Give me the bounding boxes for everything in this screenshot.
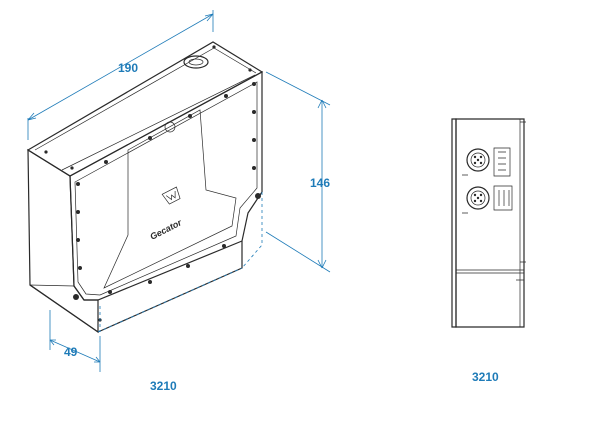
side-label-panel [462, 147, 513, 214]
height-dimension: 146 [265, 71, 330, 273]
box-front-face [69, 70, 263, 301]
side-body-outline [455, 118, 525, 328]
lid-detail [34, 47, 257, 171]
top-screw [248, 68, 252, 72]
front-screw [148, 280, 152, 284]
inner-panel [103, 109, 237, 289]
front-screw [252, 138, 256, 142]
base-screw [255, 193, 261, 199]
front-screw [76, 238, 80, 242]
side-right-edge [519, 119, 526, 327]
depth-dimension: 49 [49, 310, 101, 372]
side-lower-notch [516, 279, 525, 300]
side-view: 3210 [451, 118, 526, 384]
front-screw [252, 110, 256, 114]
connector-bottom-icon [466, 186, 490, 210]
box-left-face [27, 148, 99, 334]
front-screw [252, 166, 256, 170]
front-screw [78, 266, 82, 270]
top-gland-icon [183, 55, 209, 69]
box-base-edge [29, 284, 75, 287]
logo-text: Gecator [148, 217, 183, 242]
front-screw [186, 264, 190, 268]
front-screw [104, 160, 108, 164]
depth-dimension-label: 49 [64, 345, 78, 359]
front-screw [148, 136, 152, 140]
projection-line [97, 192, 263, 333]
base-screw [73, 294, 79, 300]
front-cover-panel [74, 81, 258, 296]
model-label-left: 3210 [150, 379, 177, 393]
isometric-view: Gecator 190 146 49 3210 [26, 10, 330, 393]
side-left-flange [451, 118, 457, 328]
front-screw [224, 94, 228, 98]
front-screw [108, 290, 112, 294]
front-screw [252, 82, 256, 86]
front-screw [188, 114, 192, 118]
height-dimension-label: 146 [310, 176, 330, 190]
top-screw [44, 150, 48, 154]
front-screw [76, 210, 80, 214]
front-screw [222, 244, 226, 248]
width-dimension-label: 190 [118, 61, 138, 75]
top-screw [70, 166, 74, 170]
top-screw [212, 45, 216, 49]
side-base-division [456, 269, 524, 274]
box-top-face [26, 41, 264, 177]
width-dimension: 190 [27, 10, 214, 140]
model-label-right: 3210 [472, 370, 499, 384]
connector-top-icon [466, 148, 490, 172]
latch-icon [164, 121, 176, 133]
gecator-logo-icon [161, 186, 181, 205]
front-screw [76, 182, 80, 186]
